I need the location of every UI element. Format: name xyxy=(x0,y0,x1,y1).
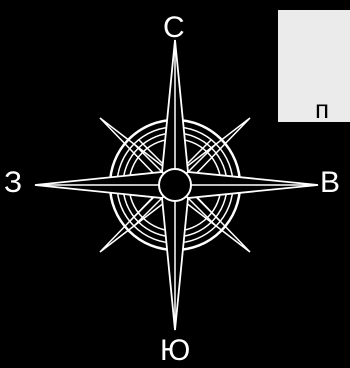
panel-text: п xyxy=(315,96,329,122)
north-label: С xyxy=(163,13,185,43)
east-label: В xyxy=(320,168,340,198)
partial-panel xyxy=(278,10,350,122)
south-label: Ю xyxy=(160,336,190,366)
compass-center xyxy=(159,169,191,201)
west-label: З xyxy=(4,168,22,198)
